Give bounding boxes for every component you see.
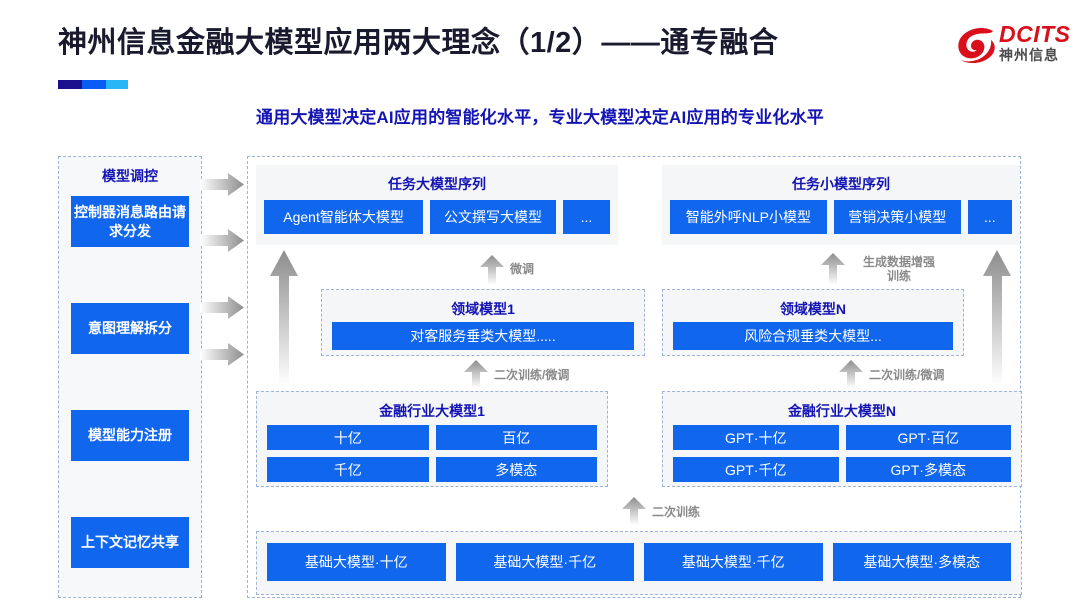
page-subtitle: 通用大模型决定AI应用的智能化水平，专业大模型决定AI应用的专业化水平 — [256, 108, 824, 127]
page-header: 神州信息金融大模型应用两大理念（1/2）——通专融合 通用大模型决定AI应用的智… — [0, 0, 1080, 140]
arrow-label-data-augment-line1: 生成数据增强 — [862, 255, 935, 269]
chip-row-task-small: 智能外呼NLP小模型 营销决策小模型 ... — [662, 194, 1020, 242]
flow-arrow-up-retrain-right — [839, 360, 863, 388]
sidebar-item-controller-routing[interactable]: 控制器消息路由请求分发 — [71, 196, 189, 247]
chip-outbound-nlp-small-model[interactable]: 智能外呼NLP小模型 — [670, 200, 827, 234]
industry-n-cell-2[interactable]: GPT·千亿 — [673, 457, 839, 482]
chip-document-writing-llm[interactable]: 公文撰写大模型 — [430, 200, 556, 234]
industry-1-cell-0[interactable]: 十亿 — [267, 425, 429, 450]
chip-more-task-small[interactable]: ... — [967, 200, 1012, 234]
sidebar-item-capability-registry[interactable]: 模型能力注册 — [71, 410, 189, 461]
grid-industry-n: GPT·十亿 GPT·百亿 GPT·千亿 GPT·多模态 — [663, 421, 1021, 490]
arrow-label-data-augment-line2: 训练 — [886, 269, 911, 283]
panel-title-industry-1: 金融行业大模型1 — [379, 403, 485, 419]
panel-title-task-small: 任务小模型序列 — [792, 176, 890, 192]
page-title: 神州信息金融大模型应用两大理念（1/2）——通专融合 — [58, 27, 779, 59]
industry-n-cell-1[interactable]: GPT·百亿 — [845, 425, 1011, 450]
panel-task-small-models: 任务小模型序列 智能外呼NLP小模型 营销决策小模型 ... — [662, 165, 1020, 245]
flow-arrow-up-right-tall — [983, 250, 1011, 386]
accent-segment-1 — [58, 80, 82, 89]
panel-title-domain-n: 领域模型N — [779, 301, 847, 317]
sidebar-model-control: 模型调控 控制器消息路由请求分发 意图理解拆分 模型能力注册 上下文记忆共享 — [58, 156, 202, 598]
domain-n-vertical-model[interactable]: 风险合规垂类大模型... — [673, 322, 953, 350]
flow-arrow-right-1 — [200, 172, 244, 197]
foundation-cell-0[interactable]: 基础大模型·十亿 — [267, 543, 446, 581]
chip-agent-llm[interactable]: Agent智能体大模型 — [264, 200, 424, 234]
logo-swirl-icon — [955, 26, 997, 66]
flow-arrow-right-3 — [200, 295, 244, 320]
foundation-cell-3[interactable]: 基础大模型·多模态 — [832, 543, 1011, 581]
chip-more-task-large[interactable]: ... — [562, 200, 610, 234]
sidebar-item-intent-parsing[interactable]: 意图理解拆分 — [71, 303, 189, 354]
arrow-label-data-augment: 生成数据增强 训练 — [851, 255, 947, 283]
flow-arrow-up-retrain-left — [464, 360, 488, 388]
chip-marketing-decision-small-model[interactable]: 营销决策小模型 — [833, 200, 961, 234]
panel-title-domain-1: 领域模型1 — [451, 301, 515, 317]
main-model-stack: 任务大模型序列 Agent智能体大模型 公文撰写大模型 ... 任务小模型序列 … — [247, 156, 1022, 598]
flow-arrow-up-data-augment — [821, 253, 845, 285]
arrow-label-retrain-right: 二次训练/微调 — [869, 368, 945, 382]
industry-n-cell-3[interactable]: GPT·多模态 — [845, 457, 1011, 482]
panel-title-industry-n: 金融行业大模型N — [787, 403, 897, 419]
flow-arrow-up-left-tall — [270, 250, 298, 386]
logo-text: DCITS 神州信息 — [999, 22, 1071, 64]
foundation-cell-2[interactable]: 基础大模型·千亿 — [644, 543, 823, 581]
grid-industry-1: 十亿 百亿 千亿 多模态 — [257, 421, 607, 490]
domain-1-vertical-model[interactable]: 对客服务垂类大模型..... — [332, 322, 634, 350]
sidebar-item-context-memory[interactable]: 上下文记忆共享 — [71, 517, 189, 568]
flow-arrow-up-fine-tune — [480, 255, 504, 285]
arrow-label-fine-tune: 微调 — [510, 262, 535, 276]
flow-arrow-right-4 — [200, 342, 244, 367]
arrow-label-retrain-base: 二次训练 — [652, 505, 701, 519]
logo-brand-cn: 神州信息 — [999, 47, 1059, 63]
panel-domain-model-n: 领域模型N 风险合规垂类大模型... — [662, 289, 964, 356]
chip-row-task-large: Agent智能体大模型 公文撰写大模型 ... — [256, 194, 618, 242]
accent-segment-2 — [82, 80, 106, 89]
industry-n-cell-0[interactable]: GPT·十亿 — [673, 425, 839, 450]
panel-industry-model-n: 金融行业大模型N GPT·十亿 GPT·百亿 GPT·千亿 GPT·多模态 — [662, 391, 1022, 487]
architecture-diagram: 模型调控 控制器消息路由请求分发 意图理解拆分 模型能力注册 上下文记忆共享 任… — [0, 140, 1080, 608]
foundation-cell-1[interactable]: 基础大模型·千亿 — [455, 543, 634, 581]
sidebar-title: 模型调控 — [102, 168, 158, 184]
panel-title-task-large: 任务大模型序列 — [388, 176, 486, 192]
logo-brand: DCITS — [999, 21, 1071, 47]
row-foundation-models: 基础大模型·十亿 基础大模型·千亿 基础大模型·千亿 基础大模型·多模态 — [257, 532, 1021, 592]
industry-1-cell-3[interactable]: 多模态 — [435, 457, 597, 482]
panel-foundation-models: 基础大模型·十亿 基础大模型·千亿 基础大模型·千亿 基础大模型·多模态 — [256, 531, 1022, 595]
panel-task-large-models: 任务大模型序列 Agent智能体大模型 公文撰写大模型 ... — [256, 165, 618, 245]
industry-1-cell-1[interactable]: 百亿 — [435, 425, 597, 450]
panel-domain-model-1: 领域模型1 对客服务垂类大模型..... — [321, 289, 645, 356]
industry-1-cell-2[interactable]: 千亿 — [267, 457, 429, 482]
flow-arrow-up-retrain-base — [622, 497, 646, 525]
arrow-label-retrain-left: 二次训练/微调 — [494, 368, 570, 382]
panel-industry-model-1: 金融行业大模型1 十亿 百亿 千亿 多模态 — [256, 391, 608, 487]
accent-segment-3 — [106, 80, 128, 89]
dcits-logo: DCITS 神州信息 — [955, 22, 1070, 74]
flow-arrow-right-2 — [200, 228, 244, 253]
title-accent-bar — [58, 80, 128, 89]
